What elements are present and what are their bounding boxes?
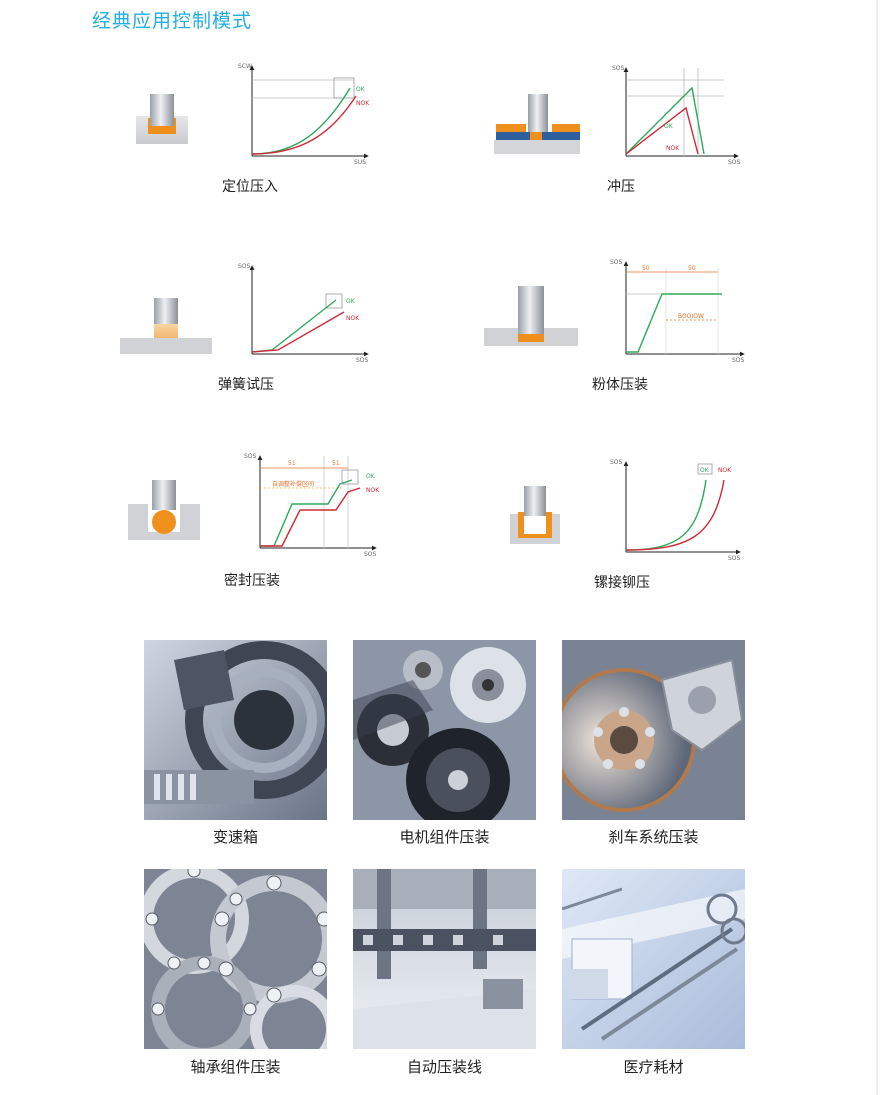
nok-label: NOK <box>346 315 360 322</box>
powder-press-diagram: SOS SOS 50 50 BOOIOW <box>484 259 745 364</box>
nok-curve <box>260 487 361 547</box>
mode-positioning-press: SCW SUS OK NOK 定位压入 <box>120 58 480 238</box>
stamping-part-illustration <box>494 94 580 154</box>
nok-curve <box>625 106 699 155</box>
x-axis-label: SOS <box>728 159 741 166</box>
spring-test-diagram: SOS SOS OK NOK <box>120 263 369 364</box>
mode-label: 冲压 <box>607 179 635 195</box>
nok-label: NOK <box>366 487 380 494</box>
mode-seal-press: SOS SOS 51 51 自调整补偿区间 OK NOK 密封压装 <box>124 452 484 632</box>
photo-label: 轴承组件压装 <box>190 1058 281 1076</box>
x-axis-label: SOS <box>364 551 377 558</box>
seal-part-illustration <box>128 480 200 540</box>
brake-system-photo <box>562 640 745 820</box>
press-fit-part-illustration <box>136 94 188 144</box>
spring-part-illustration <box>120 298 212 354</box>
nok-curve <box>251 311 345 353</box>
nok-curve <box>625 479 725 551</box>
ok-curve <box>260 479 353 547</box>
x-axis-label: SUS <box>354 159 366 166</box>
ok-label: OK <box>346 298 356 305</box>
mode-rivet-press: SOS SOS OK NOK 镙接铆压 <box>500 454 860 634</box>
ok-curve <box>626 293 722 353</box>
nok-curve <box>251 95 357 155</box>
ok-curve <box>251 299 337 353</box>
y-axis-label: SOS <box>610 459 623 466</box>
photo-label: 变速箱 <box>212 828 258 846</box>
x-axis-label: SOS <box>728 555 741 562</box>
nok-label: NOK <box>666 145 680 152</box>
photo-label: 刹车系统压装 <box>608 828 699 846</box>
photo-label: 自动压装线 <box>406 1058 482 1076</box>
ok-label: OK <box>366 473 376 480</box>
page-edge-divider <box>876 0 878 1095</box>
mode-label: 粉体压装 <box>592 377 648 393</box>
x-axis-label: SOS <box>732 357 745 364</box>
rivet-press-diagram: SOS SOS OK NOK <box>510 459 741 562</box>
bearing-assembly-photo <box>144 869 327 1049</box>
gearbox-photo <box>144 640 327 820</box>
ok-label: OK <box>664 123 674 130</box>
compensation-band-label: 自调整补偿区间 <box>272 480 314 488</box>
dimension-label-1: 50 <box>642 265 650 272</box>
hold-label: BOOIOW <box>678 313 704 320</box>
y-axis-label: SCW <box>238 63 252 70</box>
mode-stamping: SOS SOS OK NOK 冲压 <box>490 58 850 238</box>
ok-label: OK <box>700 467 710 474</box>
powder-part-illustration <box>484 286 578 346</box>
medical-supplies-photo <box>562 869 745 1049</box>
ok-label: OK <box>356 86 366 93</box>
mode-label: 定位压入 <box>222 179 278 195</box>
y-axis-label: SOS <box>238 263 251 270</box>
ok-curve <box>625 86 705 155</box>
y-axis-label: SOS <box>610 259 623 266</box>
positioning-press-diagram: SCW SUS OK NOK <box>136 63 370 166</box>
mode-label: 弹簧试压 <box>218 377 274 393</box>
mode-label: 镙接铆压 <box>594 575 650 591</box>
nok-label: NOK <box>718 467 732 474</box>
ok-curve <box>625 479 707 551</box>
motor-assembly-photo <box>353 640 536 820</box>
mode-powder-press: SOS SOS 50 50 BOOIOW 粉体压装 <box>482 256 842 436</box>
dimension-label-1: 51 <box>288 460 296 467</box>
section-title: 经典应用控制模式 <box>92 10 253 32</box>
dimension-label-2: 51 <box>332 460 340 467</box>
seal-press-diagram: SOS SOS 51 51 自调整补偿区间 OK NOK <box>128 453 380 558</box>
stamping-diagram: SOS SOS OK NOK <box>494 65 741 166</box>
photo-label: 医疗耗材 <box>623 1058 684 1076</box>
nok-label: NOK <box>356 100 370 107</box>
mode-spring-test: SOS SOS OK NOK 弹簧试压 <box>118 258 478 438</box>
y-axis-label: SOS <box>244 453 257 460</box>
rivet-part-illustration <box>510 486 560 544</box>
x-axis-label: SOS <box>356 357 369 364</box>
press-line-photo <box>353 869 536 1049</box>
dimension-label-2: 50 <box>688 265 696 272</box>
mode-label: 密封压装 <box>224 573 280 589</box>
photo-label: 电机组件压装 <box>399 828 490 846</box>
y-axis-label: SOS <box>612 65 625 72</box>
